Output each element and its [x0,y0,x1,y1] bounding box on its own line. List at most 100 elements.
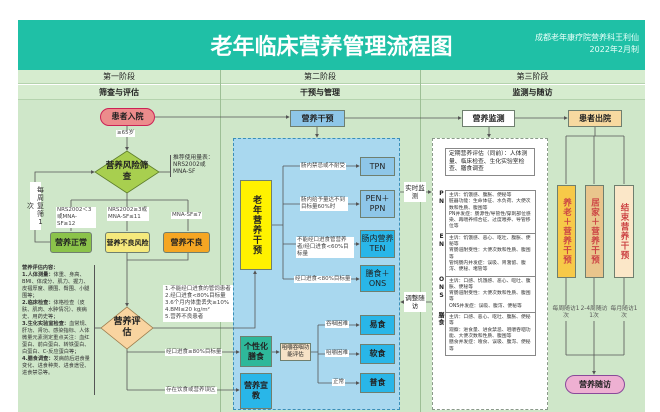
route-diet-ons[interactable]: 膳食＋ONS [360,265,395,292]
section-line: 主诉：口感、恶心、呕吐、腹胀、便秘等 [449,315,531,327]
patient-admission[interactable]: 患者入院 [100,108,155,126]
scale-recommendation: 推荐使用量表：NRS2002或MNA-SF [170,155,218,177]
section-line: 胃肠道耐受性：大便次数和性质、腹围等 [449,248,531,260]
criterion: 2.经口进食<80%目标量 [164,293,232,300]
followup-weekly: 每周随访1次 [552,305,580,321]
item-text: 体重、身高、BMI、体成分、肌力、握力、皮褶厚度、腰围、臀围、小腿围等； [22,272,90,299]
section-line: 管饲肠内并发症：误吸、胃潴留、腹泻、便秘、堵管等 [449,260,526,273]
weekly-rescreen-label: 每周复筛1次 [27,182,45,230]
nutrition-intervention[interactable]: 营养干预 [290,110,345,127]
followup-monthly: 每月随访1次 [610,305,638,321]
criterion: 3.6个月内体重丢失≥10% [164,300,232,307]
route-condition: 经口进食<80%目标量 [294,276,352,283]
elderly-nutrition-intervention[interactable]: 老年营养干预 [240,180,272,270]
route-pen-ppn[interactable]: PEN＋PPN [360,190,395,218]
section-line: 主诉：饥饿感、腹胀、便秘等 [449,193,512,198]
section-tag: ONS [438,275,445,300]
diet-soft[interactable]: 软食 [360,344,395,364]
malnutrition-condition: MNA-SF≤7 [171,212,203,219]
item-head: 3.生化实验室检查： [22,321,70,327]
swallow-evaluation[interactable]: 咀嚼吞咽功能评估 [280,343,311,361]
periodic-assessment: 定期营养评估（同前）：人体测量、临床检查、生化实验室检查、膳食调查 [445,148,535,176]
intervention-criteria: 1.不能经口进食的管饲患者 2.经口进食<80%目标量 3.6个月内体重丢失≥1… [163,285,233,322]
section-line: 主诉：口感、饥饿感、恶心、呕吐、腹胀、便秘等 [449,278,531,290]
monitoring-section-ons: ONS 主诉：口感、饥饿感、恶心、呕吐、腹胀、便秘等胃肠道耐受性：大便次数和性质… [436,275,536,314]
assessment-item: 1.人体测量：体重、身高、BMI、体成分、肌力、握力、皮褶厚度、腰围、臀围、小腿… [22,272,91,300]
diet-condition: 正常 [332,379,346,386]
followup-2-4-weeks: 2-4周随访1次 [580,305,608,321]
column-divider [420,70,421,412]
criterion: 4.BMI≤20 kg/m² [164,307,232,314]
stage-2-subtitle: 干预与管理 [220,85,420,100]
header-banner: 老年临床营养管理流程图 成都老年康疗院营养科王利仙 2022年2月制 [18,20,645,70]
screening-diamond [94,150,160,194]
path-end[interactable]: 结束营养干预 [614,185,634,278]
normal-condition: NRS2002＜3或MNA-SF≥12 [56,207,96,228]
assessment-item: 2.临床检查：体格检查（皮肤、肌肉、水肿情况）、疾病史、用药史等； [22,300,91,321]
item-head: 4.膳食调查： [22,356,54,362]
stage-1-subtitle: 筛查与评估 [18,85,220,100]
section-line: 观察：进食量、进食禁忌、咀嚼吞咽功能、大便次数和性质、腹围等 [449,327,531,339]
item-head: 2.临床检查： [22,300,54,306]
personalized-diet[interactable]: 个性化膳食 [240,336,272,367]
section-tag: PN [438,190,445,206]
nutrition-assessment[interactable]: 营养评估 [113,317,141,338]
age-condition: ≥65岁 [116,130,136,137]
oral-intake-ok-label: 经口进食≥80%目标量 [165,349,223,356]
route-condition: 肠内禁忌或不耐受 [300,163,347,170]
diet-condition: 吞咽困难 [325,321,350,328]
realtime-monitoring-label: 实时监测 [404,182,426,202]
stage-3-subtitle: 监测与随访 [420,85,645,100]
item-head: 1.人体测量： [22,272,54,278]
assessment-item: 3.生化实验室检查：血常规、肝功、肾功、感染指标、人体微量元素测定重点关注：血红… [22,321,91,356]
assessment-content: 营养评估内容： 1.人体测量：体重、身高、BMI、体成分、肌力、握力、皮褶厚度、… [22,265,95,395]
monitoring-sections: PN 主诉：饥饿感、腹胀、便秘等脏器功能：生命体征、水负荷、大便次数和性质、腹围… [436,190,536,356]
monitoring-section-pn: PN 主诉：饥饿感、腹胀、便秘等脏器功能：生命体征、水负荷、大便次数和性质、腹围… [436,190,536,234]
assessment-diamond [100,306,154,350]
assessment-content-title: 营养评估内容： [22,265,59,271]
result-normal[interactable]: 营养正常 [50,232,92,253]
section-tag: EN [438,232,445,249]
column-divider [220,70,221,412]
patient-discharge[interactable]: 患者出院 [568,110,622,127]
section-tag: 膳食 [437,312,444,327]
route-ten[interactable]: 肠内营养TEN [360,230,395,258]
stage-2-label: 第二阶段 [220,70,420,84]
page-title: 老年临床营养管理流程图 [210,35,453,60]
route-condition: 不能经口进食管营养者/经口进食<60%目标量 [296,237,354,258]
criterion: 1.不能经口进食的管饲患者 [164,286,232,293]
result-malnutrition[interactable]: 营养不良 [163,232,210,253]
nutrition-risk-screening[interactable]: 营养风险筛查 [105,161,149,182]
nutrition-monitoring[interactable]: 营养监测 [462,110,515,127]
risk-condition: NRS2002≥3或MNA-SF≤11 [107,207,149,221]
route-condition: 肠内给予量达不到目标量60%时 [300,197,348,211]
diet-regular[interactable]: 普食 [360,373,395,393]
monitoring-section-diet: 膳食 主诉：口感、恶心、呕吐、腹胀、便秘等观察：进食量、进食禁忌、咀嚼吞咽功能、… [436,312,536,356]
route-tpn[interactable]: TPN [360,157,395,176]
item-text: 发病前后进食量变化、进食种类、进食途径、进食禁忌等。 [22,356,90,376]
diet-easy[interactable]: 易食 [360,315,395,335]
criterion: 5.营养不良患者 [164,314,232,321]
author-credit: 成都老年康疗院营养科王利仙 2022年2月制 [535,32,639,56]
section-line: 脏器功能：生命体征、水负荷、大便次数和性质、腹围等 [449,199,531,211]
author: 成都老年康疗院营养科王利仙 [535,33,639,42]
section-line: 主诉：饥饿感、恶心、呕吐、腹胀、便秘等 [449,235,531,248]
item-text: 血常规、肝功、肾功、感染指标、人体微量元素测定重点关注：血红蛋白、前白蛋白、转铁… [22,321,90,355]
nutrition-education[interactable]: 营养宣教 [240,373,272,409]
section-line: 膳食并发症：噎食、误吸、腹泻、便秘等 [449,340,531,352]
diet-condition: 咀嚼困难 [325,350,350,357]
date: 2022年2月制 [589,45,639,54]
assessment-item: 4.膳食调查：发病前后进食量变化、进食种类、进食途径、进食禁忌等。 [22,356,91,377]
item-text: 体格检查（皮肤、肌肉、水肿情况）、疾病史、用药史等； [22,300,87,320]
path-home[interactable]: 居家＋营养干预 [585,185,604,278]
section-line: PN并发症：肠源性/导管性/穿刺部位感染、再喂养综合征、过度喂养、导管移位等 [449,211,531,230]
monitoring-section-en: EN 主诉：饥饿感、恶心、呕吐、腹胀、便秘等胃肠道耐受性：大便次数和性质、腹围等… [436,232,536,277]
path-elderly-care[interactable]: 养老＋营养干预 [557,185,576,278]
adjust-followup-label: 调整随访 [404,292,426,312]
stage-1-label: 第一阶段 [18,70,220,84]
section-line: ONS并发症：误吸、腹泻、便秘等 [449,303,522,309]
stage-3-label: 第三阶段 [420,70,645,84]
result-risk[interactable]: 营养不良风险 [105,232,150,253]
misconception-label: 存在饮食或营养误区 [165,387,217,394]
nutrition-followup[interactable]: 营养随访 [565,375,625,394]
